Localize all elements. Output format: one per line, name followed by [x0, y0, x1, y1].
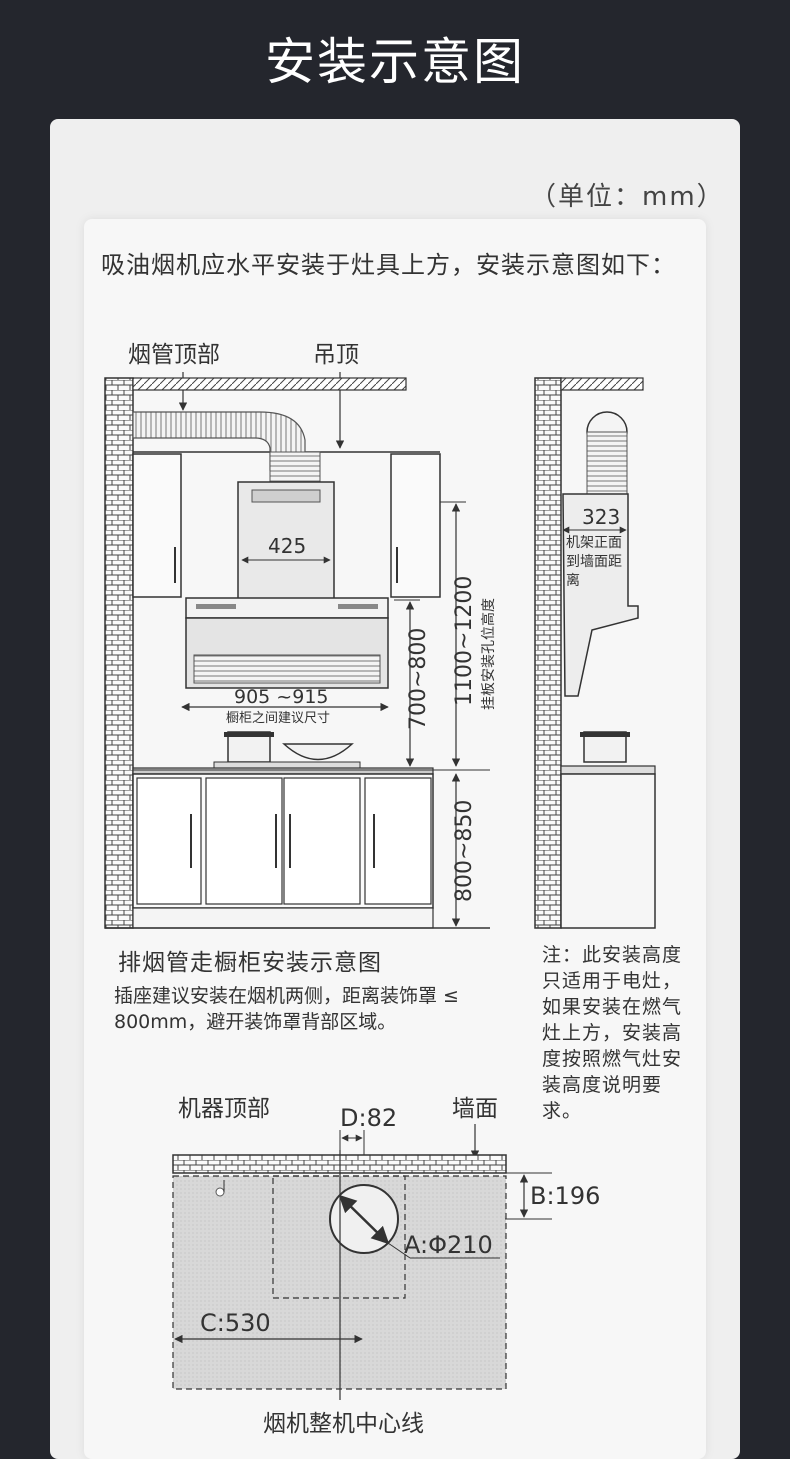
side-cabinet	[560, 773, 656, 929]
page-title: 安装示意图	[265, 33, 525, 91]
label-machine-top: 机器顶部	[178, 1096, 270, 1122]
dim-323: 323	[582, 505, 620, 529]
label-duct-top: 烟管顶部	[128, 342, 220, 368]
dim-cabinet-gap: 905 ~915	[234, 686, 329, 708]
dim-height-mount: 1100~1200	[452, 576, 477, 706]
label-centerline: 烟机整机中心线	[263, 1411, 424, 1437]
dim-a: A:Φ210	[404, 1231, 493, 1259]
dim-d: D:82	[340, 1104, 397, 1132]
dim-425: 425	[268, 534, 306, 558]
intro-text: 吸油烟机应水平安装于灶具上方，安装示意图如下：	[101, 251, 676, 279]
dim-b: B:196	[530, 1182, 600, 1210]
side-wall	[534, 377, 562, 929]
side-hood	[562, 493, 639, 697]
upper-cabinet-left	[132, 453, 182, 598]
side-diagram: 323 机架正面 到墙面距 离	[534, 377, 656, 929]
wok	[282, 743, 354, 761]
countertop	[132, 767, 434, 775]
dim-c: C:530	[200, 1309, 271, 1337]
upper-cabinet-right	[390, 453, 441, 598]
dim-323-note-3: 离	[566, 572, 580, 589]
dim-height-hood: 700~800	[406, 628, 431, 730]
socket-note: 插座建议安装在烟机两侧，距离装饰罩 ≤ 800mm，避开装饰罩背部区域。	[114, 985, 459, 1033]
dim-323-note-1: 机架正面	[566, 535, 622, 551]
label-ceiling: 吊顶	[313, 342, 359, 368]
dim-height-counter: 800~850	[452, 800, 477, 902]
dim-323-note-2: 到墙面距	[566, 554, 622, 570]
main-caption: 排烟管走橱柜安装示意图	[118, 950, 382, 976]
unit-label: （单位：mm）	[530, 182, 725, 212]
side-note: 注：此安装高度只适用于电灶，如果安装在燃气灶上方，安装高度按照燃气灶安装高度说明…	[542, 944, 683, 1122]
top-view-diagram: 机器顶部 墙面 D:82 B:196 A:Φ	[172, 1096, 600, 1437]
wall-left	[104, 377, 134, 929]
main-diagram: 烟管顶部 吊顶 425	[104, 342, 497, 929]
dim-cabinet-gap-note: 橱柜之间建议尺寸	[226, 711, 330, 726]
ceiling-slab	[132, 377, 407, 391]
label-wall: 墙面	[452, 1096, 498, 1122]
dim-height-mount-note: 挂板安装孔位高度	[480, 598, 497, 710]
